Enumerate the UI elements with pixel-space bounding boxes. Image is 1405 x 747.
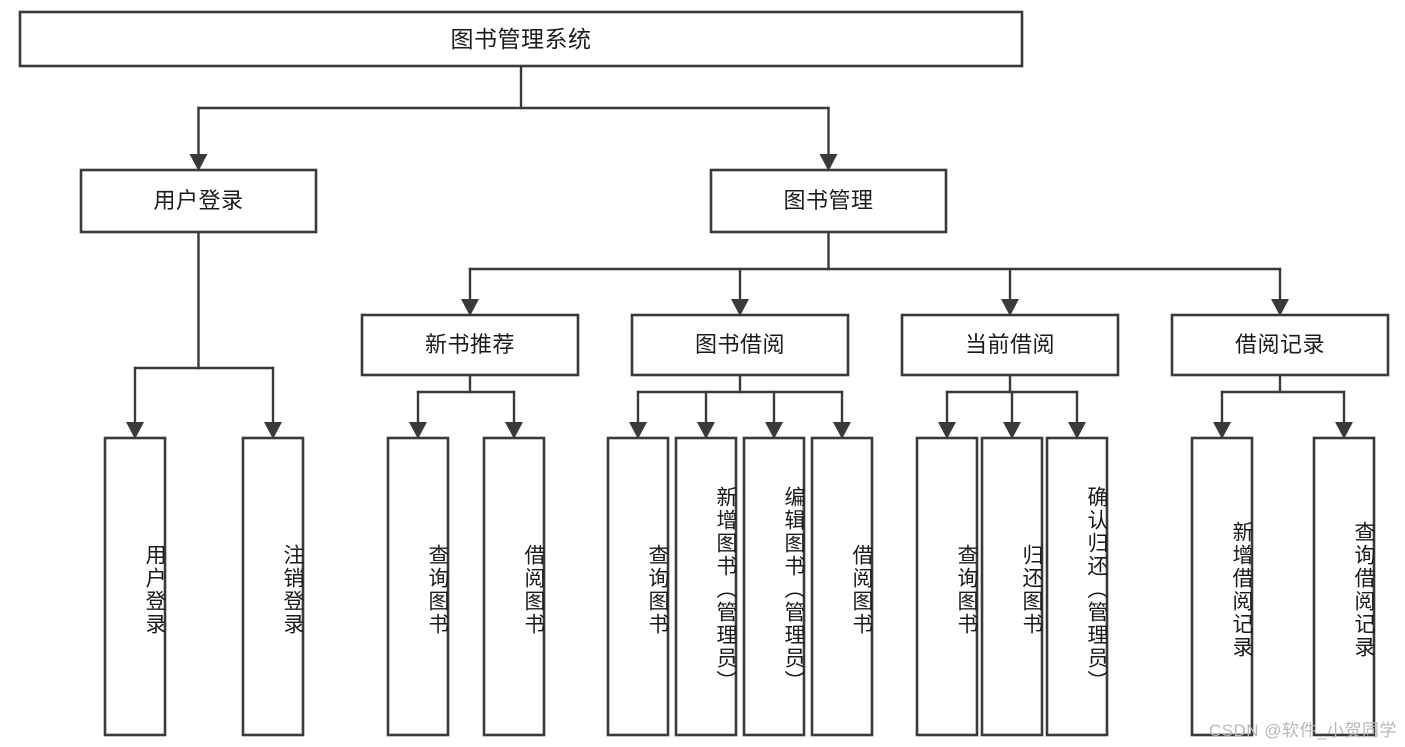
arrow-head-icon (505, 422, 523, 439)
arrow-head-icon (1068, 422, 1086, 439)
node-box-leaf-bb-edit (742, 436, 806, 737)
arrow-head-icon (1213, 422, 1231, 439)
node-box-l3-new-books (360, 313, 580, 377)
node-box-root (18, 10, 1024, 68)
node-box-leaf-nb-borrow (482, 436, 546, 737)
arrow-head-icon (1003, 422, 1021, 439)
arrow-head-icon (1001, 299, 1019, 316)
arrow-head-icon (697, 422, 715, 439)
node-box-leaf-bb-query (606, 436, 670, 737)
node-box-leaf-bb-add (674, 436, 738, 737)
node-box-l3-borrow (630, 313, 850, 377)
node-box-l2-user-login (79, 168, 318, 234)
arrow-head-icon (938, 422, 956, 439)
arrow-head-icon (1335, 422, 1353, 439)
arrow-head-icon (1271, 299, 1289, 316)
node-box-leaf-logout (241, 436, 305, 737)
node-box-leaf-cur-return (980, 436, 1044, 737)
arrow-head-icon (461, 299, 479, 316)
arrow-head-icon (409, 422, 427, 439)
arrow-head-icon (126, 422, 144, 439)
watermark-text: CSDN @软件_小贺同学 (1208, 721, 1397, 740)
arrow-head-icon (264, 422, 282, 439)
node-box-layer (18, 10, 1390, 737)
arrow-head-icon (833, 422, 851, 439)
arrow-head-icon (819, 154, 838, 171)
node-box-l3-records (1170, 313, 1390, 377)
node-box-leaf-user-login (103, 436, 167, 737)
node-box-leaf-cur-query (915, 436, 979, 737)
node-box-l3-current (900, 313, 1120, 377)
arrow-head-icon (731, 299, 749, 316)
connector-layer (126, 64, 1353, 439)
arrow-head-icon (765, 422, 783, 439)
arrow-head-icon (629, 422, 647, 439)
node-box-leaf-cur-confirm (1045, 436, 1109, 737)
node-box-l2-book-manage (709, 168, 948, 234)
node-box-leaf-bb-borrow (810, 436, 874, 737)
node-box-leaf-rec-query (1312, 436, 1376, 737)
node-box-leaf-rec-add (1190, 436, 1254, 737)
node-box-leaf-nb-query (386, 436, 450, 737)
arrow-head-icon (189, 154, 208, 171)
